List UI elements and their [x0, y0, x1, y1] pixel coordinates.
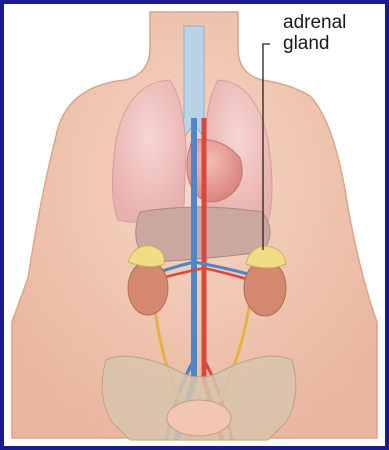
pelvic-opening — [167, 400, 231, 436]
label-line-2: gland — [283, 33, 346, 54]
left-kidney — [128, 261, 168, 315]
adrenal-gland-label: adrenal gland — [283, 12, 346, 54]
label-line-1: adrenal — [283, 12, 346, 33]
